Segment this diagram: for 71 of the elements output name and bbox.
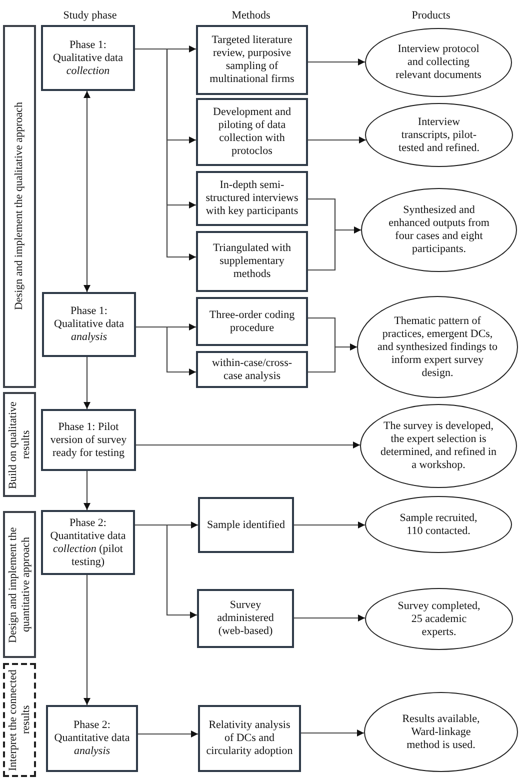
product-ellipse	[360, 404, 517, 488]
connector-arrow	[138, 730, 198, 738]
stage-band-label: Interpret the connected results	[6, 668, 32, 773]
product-text: Synthesized and enhanced outputs from four cases and eight participants.	[388, 204, 490, 256]
connector-arrow	[308, 344, 357, 373]
method-text: Three-order coding procedure	[208, 308, 296, 334]
phase-box	[46, 705, 138, 772]
phase-box	[41, 510, 135, 575]
column-header: Study phase	[63, 10, 117, 22]
method-text: Triangulated with supplementary methods	[212, 242, 292, 281]
phase-box	[42, 292, 136, 357]
stage-band	[3, 25, 36, 388]
stage-band-label: Build on qualitative results	[6, 400, 32, 490]
connector-arrow	[308, 136, 366, 144]
product-text: Results available, Ward-linkage method is used.	[401, 712, 481, 752]
method-box	[196, 231, 308, 292]
method-text: Relativity analysis of DCs and circularity adoption	[206, 719, 294, 758]
connector-arrow	[308, 226, 361, 271]
phase-box	[41, 25, 135, 91]
method-box	[196, 98, 308, 166]
connector-arrow	[84, 471, 90, 510]
product-text: Interview protocol and collecting relevant documents	[394, 43, 482, 82]
method-text: Survey administered (web-based)	[216, 599, 275, 638]
column-header: Products	[412, 10, 450, 22]
connector-arrow	[294, 522, 365, 528]
connector-arrow	[136, 442, 360, 448]
product-ellipse	[365, 28, 512, 97]
connector-arrow	[135, 48, 196, 260]
product-ellipse	[361, 188, 517, 272]
connector-arrow	[308, 58, 365, 66]
method-box	[196, 25, 308, 95]
method-box	[196, 297, 308, 346]
product-text: The survey is developed, the expert selection is determined, and refined in a workshop.	[379, 420, 498, 472]
method-text: Sample identified	[207, 518, 285, 532]
product-ellipse	[365, 588, 513, 650]
stage-band	[3, 663, 36, 777]
product-ellipse	[357, 296, 518, 398]
phase-text: Phase 1: Pilot version of survey ready for testing	[49, 420, 128, 460]
product-ellipse	[365, 496, 512, 553]
double-arrow	[84, 91, 90, 292]
method-box	[197, 589, 294, 648]
connector-arrow	[301, 730, 364, 736]
method-box	[198, 705, 301, 772]
column-header: Methods	[232, 10, 270, 22]
connector-arrow	[84, 357, 90, 409]
phase-text: Phase 1: Qualitative data analysis	[53, 305, 125, 344]
product-text: Thematic pattern of practices, emergent DCs, and synthesized findings to inform expert survey design.	[376, 314, 499, 380]
method-text: In-depth semi-structured interviews with key participants	[204, 179, 300, 218]
phase-text: Phase 2: Quantitative data collection (pilot testing)	[49, 516, 127, 568]
product-text: Survey completed, 25 academic experts.	[396, 600, 482, 638]
stage-band	[3, 511, 36, 658]
method-box	[198, 497, 294, 553]
phase-box	[41, 409, 136, 471]
stage-band-label: Design and implement the quantitative approach	[6, 526, 32, 644]
connector-arrow	[136, 326, 196, 376]
product-ellipse	[364, 692, 518, 772]
product-ellipse	[365, 103, 513, 167]
method-text: within-case/cross-case analysis	[210, 356, 294, 382]
method-box	[196, 351, 308, 388]
connector-arrow	[294, 614, 365, 622]
stage-band	[3, 392, 36, 497]
connector-arrow	[135, 524, 197, 618]
method-text: Development and piloting of data collection with protoclos	[212, 106, 292, 158]
product-text: Interview transcripts, pilot-tested and refined.	[398, 116, 480, 154]
stage-band-label: Design and implement the qualitative approach	[13, 102, 26, 311]
connector-arrow	[84, 575, 90, 705]
method-text: Targeted literature review, purposive sampling of multinational firms	[208, 34, 296, 86]
phase-text: Phase 1: Qualitative data collection	[52, 38, 124, 78]
product-text: Sample recruited, 110 contacted.	[398, 512, 478, 538]
method-box	[196, 171, 308, 226]
phase-text: Phase 2: Quantitative data analysis	[53, 719, 131, 758]
